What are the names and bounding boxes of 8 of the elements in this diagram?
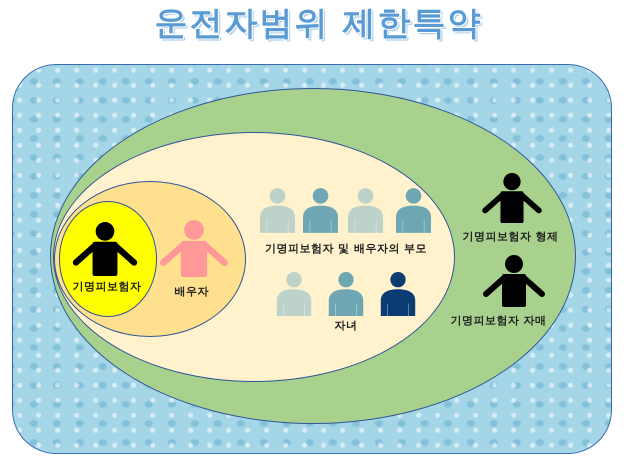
region-label: 기명피보험자 <box>72 280 142 294</box>
region-label: 배우자 <box>174 284 209 298</box>
region-label: 기명피보험자 자매 <box>450 314 547 328</box>
region-label: 기명피보험자 및 배우자의 부모 <box>264 242 428 256</box>
region-label: 기명피보험자 형제 <box>462 230 559 244</box>
region-label: 자녀 <box>334 319 358 333</box>
title: 운전자범위 제한특약 <box>154 3 483 43</box>
scope-ellipse <box>58 200 156 316</box>
